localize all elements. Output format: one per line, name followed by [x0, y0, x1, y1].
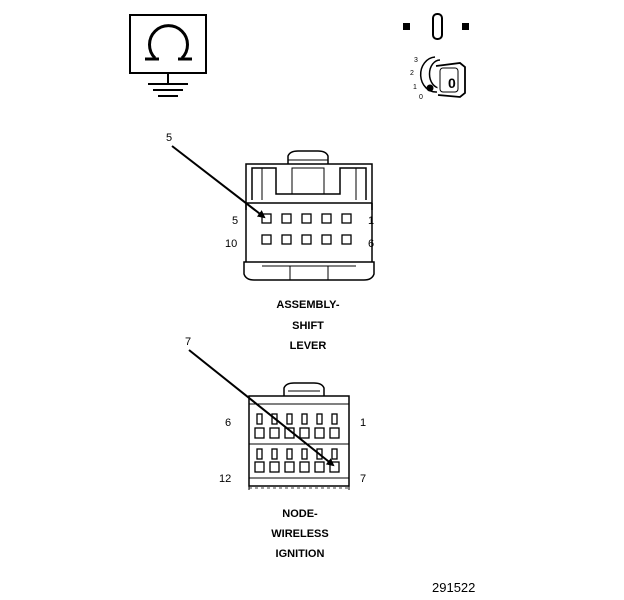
pin-label-7: 7 — [360, 473, 366, 485]
connector-name-line2: SHIFT — [292, 320, 324, 332]
pin-label-10: 10 — [225, 238, 237, 250]
ignition-key-icon: 3 2 1 0 0 — [403, 13, 469, 101]
ignition-position-2: 2 — [410, 70, 414, 77]
connector-name-line3: IGNITION — [276, 548, 325, 560]
pin-label-6: 6 — [225, 417, 231, 429]
pin-label-1: 1 — [360, 417, 366, 429]
connector-shift-lever: 5 1 10 6 5 ASSEMBLY- SHIFT LEVER — [166, 132, 375, 352]
connector-name-line2: WIRELESS — [271, 528, 328, 540]
ignition-position-0: 0 — [419, 94, 423, 101]
connector-name-line1: NODE- — [282, 508, 318, 520]
pointer-arrow — [188, 349, 335, 467]
pin-label-12: 12 — [219, 473, 231, 485]
ignition-position-1: 1 — [413, 84, 417, 91]
pin-label-6: 6 — [368, 238, 374, 250]
ignition-key-label: 0 — [448, 75, 456, 91]
pointer-label-5: 5 — [166, 132, 172, 144]
connector-wireless-ignition: 6 1 12 7 7 NODE- WIRELESS IGNITION — [185, 336, 366, 560]
ignition-position-3: 3 — [414, 57, 418, 64]
pointer-label-7: 7 — [185, 336, 191, 348]
pointer-arrow — [171, 145, 266, 219]
ohmmeter-ground-icon — [129, 14, 207, 97]
pin-label-1: 1 — [368, 215, 374, 227]
pin-label-5: 5 — [232, 215, 238, 227]
connector-name-line3: LEVER — [290, 340, 327, 352]
figure-id: 291522 — [432, 580, 475, 595]
connector-name-line1: ASSEMBLY- — [276, 299, 340, 311]
